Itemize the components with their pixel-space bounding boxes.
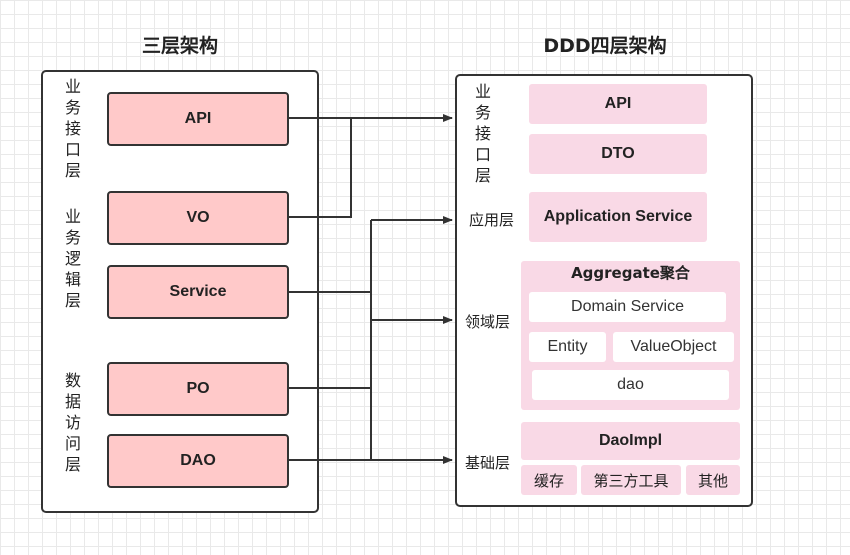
entity-box: Entity bbox=[529, 332, 606, 362]
left-label-data: 数据访问层 bbox=[64, 371, 81, 474]
value-object-box: ValueObject bbox=[613, 332, 734, 362]
right-dto-box: DTO bbox=[529, 134, 707, 174]
dao-impl-box: DaoImpl bbox=[521, 422, 740, 460]
left-title: 三层架构 bbox=[141, 35, 218, 57]
domain-dao-box: dao bbox=[532, 370, 729, 400]
cache-box: 缓存 bbox=[521, 465, 577, 495]
right-label-domain: 领域层 bbox=[465, 313, 511, 331]
connector-service bbox=[289, 291, 372, 460]
application-service-box: Application Service bbox=[529, 192, 707, 242]
right-api-box: API bbox=[529, 84, 707, 124]
left-vo-box: VO bbox=[107, 191, 289, 245]
right-label-infrastructure: 基础层 bbox=[465, 454, 511, 472]
left-label-logic: 业务逻辑层 bbox=[64, 207, 81, 310]
connector-vo-interface bbox=[289, 118, 352, 218]
left-po-box: PO bbox=[107, 362, 289, 416]
left-label-interface: 业务接口层 bbox=[64, 77, 81, 180]
aggregate-title: Aggregate聚合 bbox=[571, 264, 690, 282]
left-service-box: Service bbox=[107, 265, 289, 319]
right-title: DDD四层架构 bbox=[543, 35, 667, 57]
others-box: 其他 bbox=[686, 465, 740, 495]
left-dao-box: DAO bbox=[107, 434, 289, 488]
right-label-application: 应用层 bbox=[469, 211, 515, 229]
third-party-tools-box: 第三方工具 bbox=[581, 465, 681, 495]
domain-service-box: Domain Service bbox=[529, 292, 726, 322]
left-api-box: API bbox=[107, 92, 289, 146]
right-label-interface: 业务接口层 bbox=[474, 82, 491, 185]
